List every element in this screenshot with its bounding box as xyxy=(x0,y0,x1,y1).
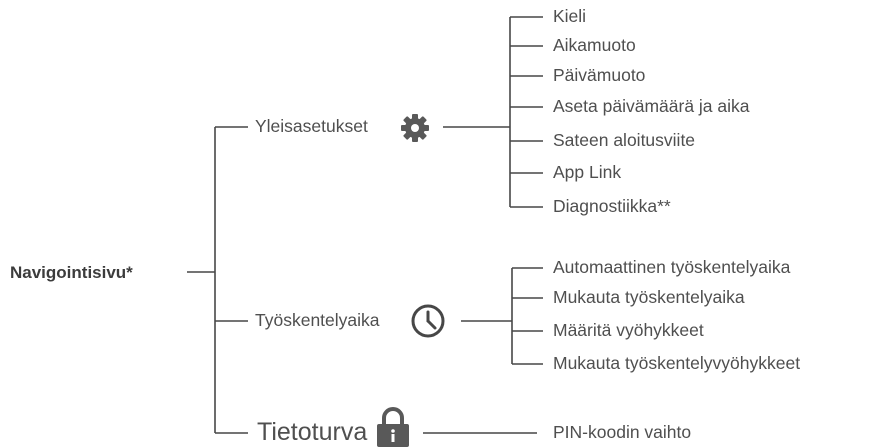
menu-item-diagnostics: Diagnostiikka** xyxy=(553,196,671,216)
padlock-icon xyxy=(377,407,409,447)
branch-runtime-label: Työskentelyaika xyxy=(255,310,380,330)
root-node-label: Navigointisivu* xyxy=(10,263,133,282)
gear-icon xyxy=(401,114,429,142)
branch-general-settings-label: Yleisasetukset xyxy=(255,116,368,136)
menu-item-custom-runtime: Mukauta työskentelyaika xyxy=(553,287,745,307)
menu-item-time-format: Aikamuoto xyxy=(553,35,636,55)
menu-item-set-date-time: Aseta päivämäärä ja aika xyxy=(553,96,750,116)
menu-item-change-pin: PIN-koodin vaihto xyxy=(553,422,692,442)
menu-item-rain-delay: Sateen aloitusviite xyxy=(553,130,696,150)
menu-item-app-link: App Link xyxy=(553,162,622,182)
clock-icon xyxy=(411,304,445,338)
menu-item-date-format: Päivämuoto xyxy=(553,65,646,85)
menu-item-auto-runtime: Automaattinen työskentelyaika xyxy=(553,257,791,277)
menu-item-language: Kieli xyxy=(553,6,587,26)
menu-item-custom-zone-runtime: Mukauta työskentelyvyöhykkeet xyxy=(553,353,801,373)
menu-item-define-zones: Määritä vyöhykkeet xyxy=(553,320,704,340)
branch-security-label: Tietoturva xyxy=(257,418,368,446)
